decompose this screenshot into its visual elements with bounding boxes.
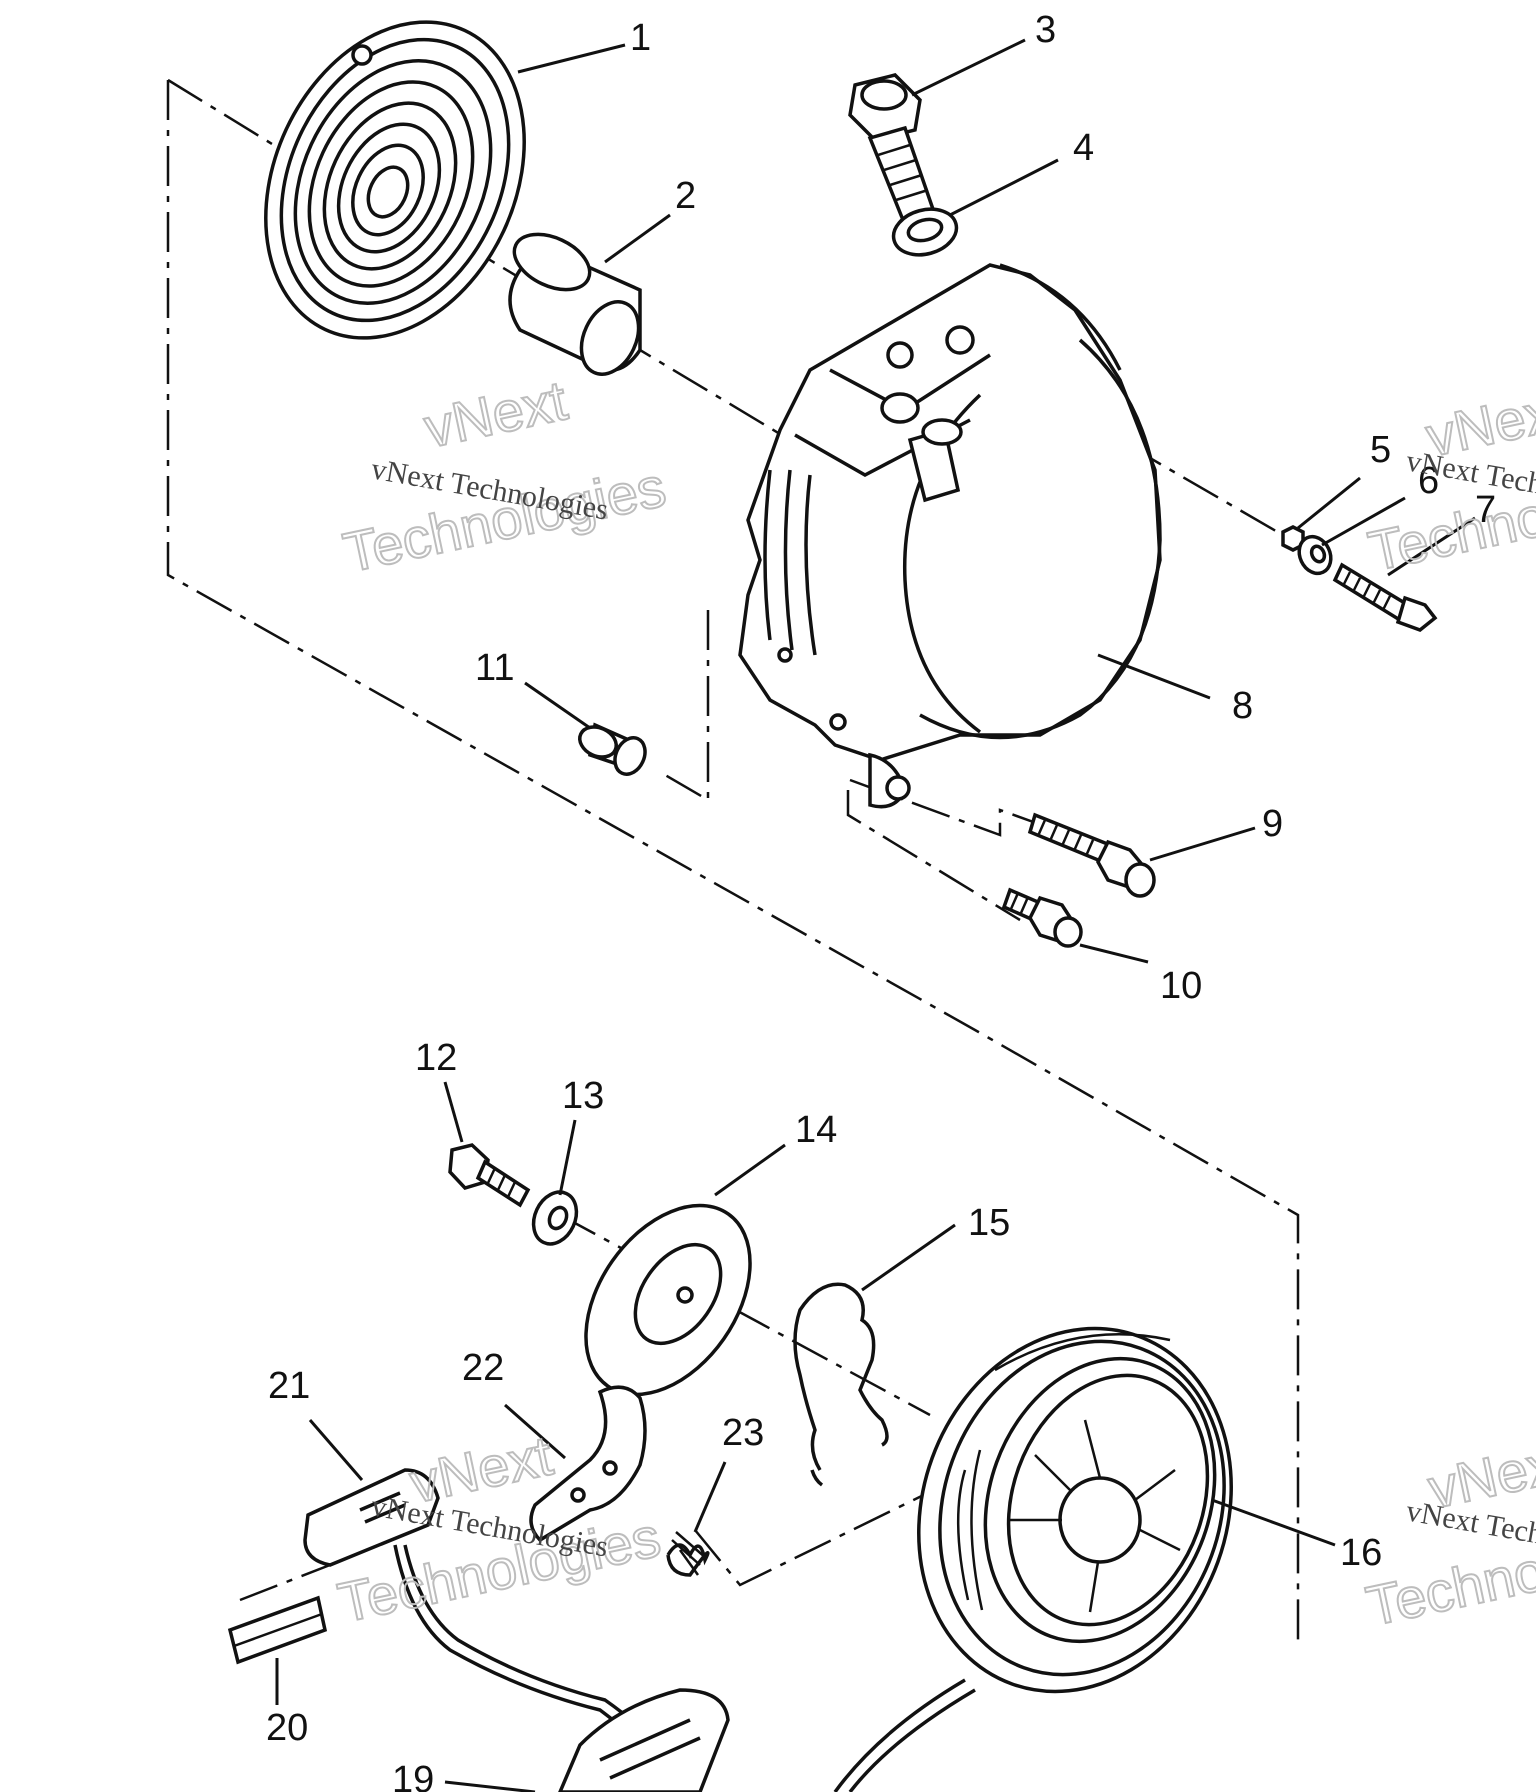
part-label-12: 12 <box>415 1037 457 1079</box>
recoil-spring <box>264 20 526 340</box>
part-label-7: 7 <box>1475 489 1496 531</box>
part-label-14: 14 <box>795 1109 837 1151</box>
part-label-6: 6 <box>1418 460 1439 502</box>
part-label-10: 10 <box>1160 965 1202 1007</box>
part-label-13: 13 <box>562 1075 604 1117</box>
friction-plate <box>584 1203 752 1397</box>
part-label-15: 15 <box>968 1202 1010 1244</box>
starter-housing <box>738 263 1162 809</box>
part-label-16: 16 <box>1340 1532 1382 1574</box>
long-bolt <box>1332 562 1438 632</box>
part-label-20: 20 <box>266 1707 308 1749</box>
reel-bolt <box>448 1143 531 1208</box>
part-label-3: 3 <box>1035 9 1056 51</box>
part-label-1: 1 <box>630 17 651 59</box>
part-label-2: 2 <box>675 175 696 217</box>
part-label-8: 8 <box>1232 685 1253 727</box>
mount-bolt-long <box>1027 812 1156 898</box>
mount-bolt-short <box>1001 887 1083 948</box>
pawl-spring <box>666 1531 710 1577</box>
rope-guide <box>303 1468 440 1567</box>
sealing-washer <box>891 207 959 257</box>
part-label-21: 21 <box>268 1365 310 1407</box>
sleeve <box>578 722 647 776</box>
part-label-9: 9 <box>1262 803 1283 845</box>
part-label-4: 4 <box>1073 127 1094 169</box>
part-label-22: 22 <box>462 1347 504 1389</box>
ratchet-pawl <box>529 1385 647 1543</box>
wire-clip <box>793 1282 889 1487</box>
part-label-5: 5 <box>1370 429 1391 471</box>
part-label-19: 19 <box>392 1759 434 1792</box>
starter-handle <box>558 1688 730 1792</box>
part-number-labels: 1 2 3 4 5 6 7 8 9 10 11 12 13 14 15 16 1… <box>266 9 1496 1792</box>
part-label-11: 11 <box>475 647 514 689</box>
watermark-upper-left: vNext Technologies <box>337 367 672 585</box>
part-label-23: 23 <box>722 1412 764 1454</box>
svg-text:vNext: vNext <box>419 368 573 459</box>
rope-tag <box>227 1595 328 1665</box>
reel-washer <box>531 1190 579 1246</box>
leader-lines <box>275 38 1476 1792</box>
rope-reel <box>917 1326 1233 1694</box>
bushing <box>508 232 642 376</box>
banjo-bolt <box>848 73 938 228</box>
